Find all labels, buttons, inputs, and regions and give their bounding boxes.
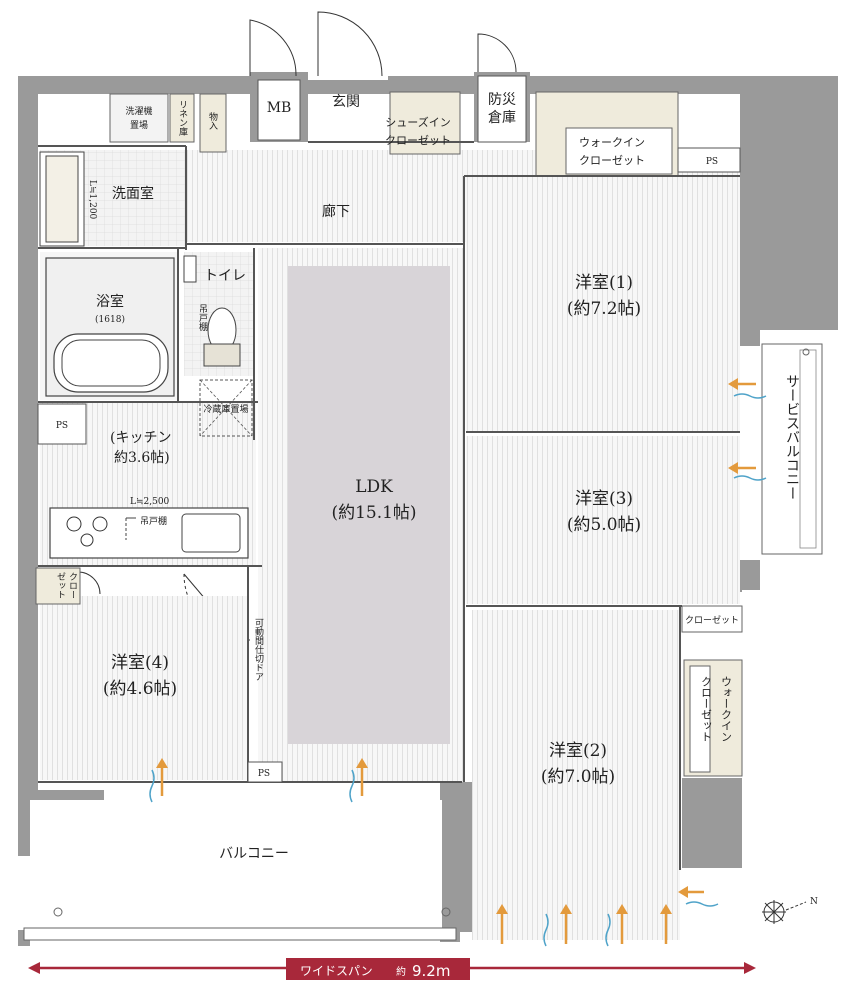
closet-left-label: クロー (67, 572, 77, 599)
washer-label: 洗濯機 (125, 105, 152, 117)
bathtub (45, 257, 175, 397)
closet-right-label: クローゼット (685, 614, 739, 626)
sliding-door-label: 可動間仕切ドア (253, 618, 264, 681)
fridge-area (199, 379, 253, 437)
western4-size: (約4.6帖) (103, 679, 177, 699)
washstand (39, 151, 85, 247)
kitchen-label: (キッチン (110, 430, 171, 446)
arrow-up-icon (660, 904, 672, 944)
arrow-left-icon (678, 886, 704, 898)
western2-label: 洋室(2) (549, 741, 607, 761)
ldk-furniture-area (288, 266, 450, 744)
fridge-label: 冷蔵庫置場 (203, 403, 248, 415)
interior-walls (38, 141, 740, 870)
hallway-label: 廊下 (322, 203, 350, 220)
service-balcony-label: サービスバルコニー (784, 374, 800, 500)
toilet-fixture (183, 255, 241, 367)
western3-label: 洋室(3) (575, 489, 633, 509)
counter-length-label: L≒2,500 (130, 497, 170, 507)
arrow-up-icon (616, 904, 628, 944)
western2-size: (約7.0帖) (541, 767, 615, 787)
ventilation-arrows (149, 378, 767, 947)
closets (35, 91, 743, 777)
ps-boxes (37, 147, 741, 783)
western1-size: (約7.2帖) (567, 299, 641, 319)
entrance-label: 玄関 (332, 93, 360, 110)
disaster-storage-label: 防災 (488, 92, 516, 108)
service-balcony-area (761, 343, 823, 555)
mb-label: MB (267, 100, 292, 116)
wide-span-value: 9.2m (412, 962, 450, 980)
arrow-up-icon (156, 758, 168, 796)
washer-label-2: 置場 (130, 119, 148, 131)
ldk-size: (約15.1帖) (331, 503, 416, 523)
arrow-left-icon (728, 378, 756, 390)
stove-icon (66, 516, 108, 547)
wide-span-bar (28, 958, 756, 980)
entry-block (250, 72, 530, 143)
walkin-closet-top-label-2: クローゼット (579, 154, 645, 167)
kitchen-counter (49, 507, 249, 559)
bathroom-label: 浴室 (96, 293, 124, 310)
western4-label: 洋室(4) (111, 653, 169, 673)
washroom-label: 洗面室 (112, 185, 154, 202)
walkin-closet-right-label-2: クローゼット (700, 676, 713, 742)
closet-left-label-2: ゼット (55, 572, 66, 599)
wide-span-label: ワイドスパン (300, 964, 373, 978)
wide-span-approx: 約 (396, 965, 406, 978)
western1-label: 洋室(1) (575, 273, 633, 293)
compass-icon (762, 900, 807, 924)
ldk-label: LDK (355, 477, 393, 497)
bathroom-size: (1618) (95, 314, 125, 325)
linen-label: リネン庫 (177, 100, 188, 137)
compass-north-label: N (810, 897, 818, 907)
storage-label: 物入 (207, 111, 218, 130)
shoe-closet-label: シューズイン (385, 115, 450, 129)
shoe-closet-label-2: クローゼット (385, 134, 451, 147)
disaster-storage-label-2: 倉庫 (488, 109, 516, 126)
western3-size: (約5.0帖) (567, 515, 641, 535)
arrow-left-icon (728, 462, 756, 474)
ps-label-left: PS (56, 421, 68, 431)
arrow-up-icon (560, 904, 572, 944)
walkin-closet-right-label: ウォークイン (720, 676, 733, 742)
washstand-length-label: L≒1,200 (87, 180, 97, 220)
ps-label-top: PS (706, 157, 718, 167)
toilet-cabinet-label: 吊戸棚 (197, 304, 208, 332)
walkin-closet-top-label: ウォークイン (579, 136, 645, 149)
ps-label-bottom: PS (258, 769, 270, 779)
arrow-up-icon (356, 758, 368, 796)
kitchen-cabinet-label: 吊戸棚 (140, 515, 167, 527)
balcony-area (23, 800, 457, 941)
toilet-label: トイレ (204, 268, 246, 284)
arrow-up-icon (496, 904, 508, 944)
kitchen-size: 約3.6帖) (114, 450, 170, 466)
balcony-label: バルコニー (219, 846, 289, 862)
